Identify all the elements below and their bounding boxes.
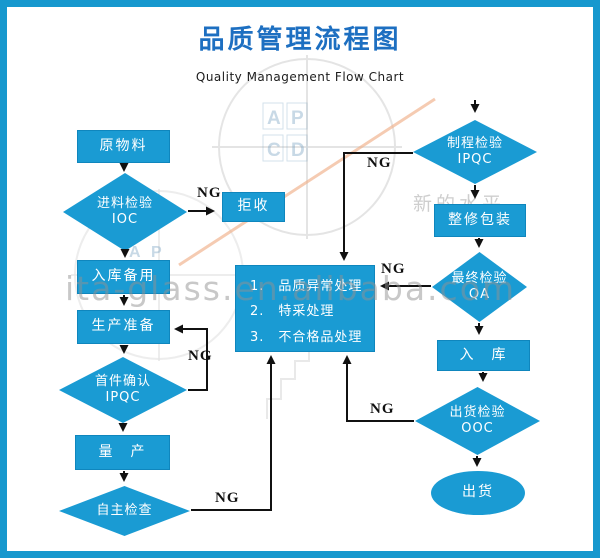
ng-label-firstarticle: NG — [188, 348, 213, 364]
ng-label-iqc: NG — [197, 185, 222, 201]
node-mass-production: 量 产 — [75, 435, 170, 470]
pdca-p2: P — [151, 244, 162, 261]
node-label: 首件确认 — [94, 373, 151, 389]
arrow-shipinspect-ng-to-disposition — [342, 355, 414, 422]
node-label: 出货 — [462, 484, 494, 501]
node-label: 整修包装 — [448, 211, 512, 228]
pdca-a2: A — [129, 244, 141, 261]
ng-label-selfinspect: NG — [215, 490, 240, 506]
node-label: 量 产 — [98, 443, 147, 460]
node-label: 入库备用 — [91, 268, 156, 285]
node-sublabel: IOC — [111, 212, 139, 227]
disposition-item-3: 3. 不合格品处理 — [250, 329, 363, 345]
node-sublabel: IPQC — [457, 152, 493, 167]
page-title: 品质管理流程图 — [198, 25, 402, 55]
flow-arrows — [118, 100, 488, 511]
node-label: 入 库 — [459, 346, 508, 363]
ng-label-shipinspect: NG — [370, 401, 395, 417]
arrow-selfinspect-ng-to-disposition — [191, 355, 276, 511]
node-shipment: 出货 — [431, 471, 525, 515]
ng-label-processinspect: NG — [367, 155, 392, 171]
node-reject: 拒收 — [222, 192, 285, 222]
node-disposition-list: 1. 品质异常处理 2. 特采处理 3. 不合格品处理 — [235, 265, 375, 352]
node-label: 出货检验 — [449, 404, 506, 420]
node-label: 制程检验 — [446, 135, 503, 151]
node-label: 自主检查 — [96, 502, 153, 518]
node-label: 最终检验 — [451, 270, 508, 286]
node-sublabel: QA — [468, 287, 491, 302]
node-label: 原物料 — [99, 137, 148, 154]
node-label: 拒收 — [237, 198, 270, 215]
pdca-p: P — [291, 108, 304, 129]
orange-streak — [178, 97, 436, 267]
node-sublabel: IPQC — [105, 390, 141, 405]
ng-label-finalinspect: NG — [381, 261, 406, 277]
node-raw-material: 原物料 — [77, 130, 170, 163]
node-sublabel: OOC — [461, 421, 494, 436]
node-production-prep: 生产准备 — [77, 310, 170, 344]
node-label: 生产准备 — [91, 318, 156, 335]
disposition-item-1: 1. 品质异常处理 — [250, 279, 363, 294]
disposition-item-2: 2. 特采处理 — [250, 304, 335, 320]
pdca-a: A — [267, 108, 281, 129]
node-repair-packing: 整修包装 — [434, 204, 526, 237]
node-warehouse-standby: 入库备用 — [77, 260, 170, 294]
node-label: 进料检验 — [96, 195, 153, 211]
pdca-c: C — [267, 140, 281, 161]
page-subtitle: Quality Management Flow Chart — [195, 70, 405, 84]
node-warehouse-in: 入 库 — [437, 340, 530, 371]
pdca-d: D — [291, 140, 305, 161]
arrow-firstarticle-ng-loop — [174, 324, 208, 391]
arrow-processinspect-ng-to-disposition — [339, 152, 413, 261]
